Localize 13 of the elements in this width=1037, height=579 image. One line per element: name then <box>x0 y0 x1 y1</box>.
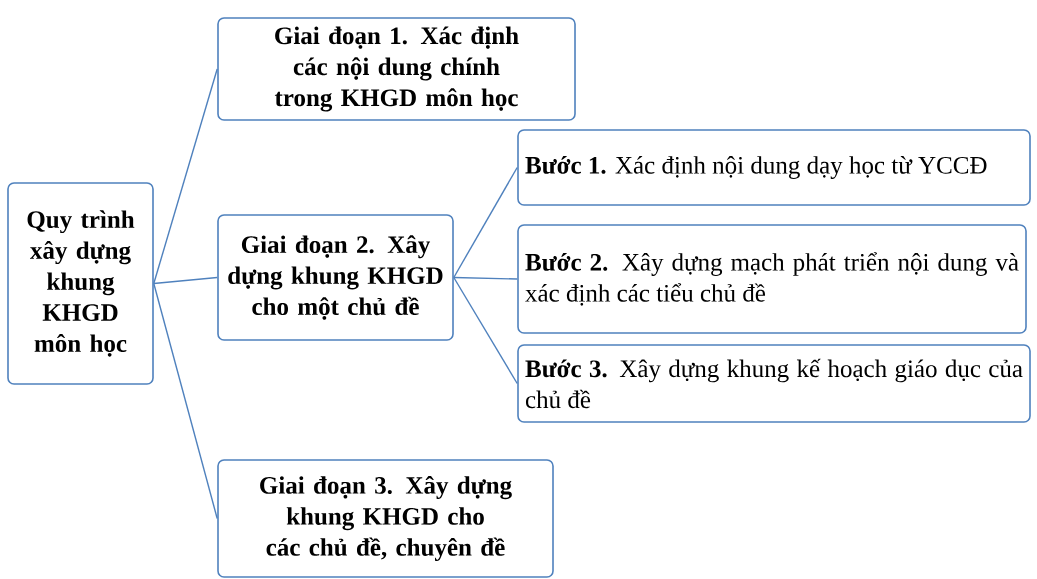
step-box: Bước 3. Xây dựng khung kế hoạch giáo dục của chủ đề <box>517 344 1031 423</box>
stage-box: Giai đoạn 3. Xây dựng khung KHGD cho các chủ đề, chuyên đề <box>217 459 554 578</box>
stage-box: Giai đoạn 2. Xây dựng khung KHGD cho một chủ đề <box>217 214 454 341</box>
connector-line <box>453 276 518 385</box>
connector-line <box>153 68 218 285</box>
connector-line <box>453 166 518 279</box>
connector-line <box>153 282 218 520</box>
stage-box: Giai đoạn 1. Xác định các nội dung chính trong KHGD môn học <box>217 17 576 121</box>
connector-line <box>453 276 518 280</box>
step-box: Bước 1. Xác định nội dung dạy học từ YCCĐ <box>517 129 1031 206</box>
connector-line <box>153 276 218 285</box>
step-box: Bước 2. Xây dựng mạch phát triển nội dung và xác định các tiểu chủ đề <box>517 224 1027 334</box>
stage-box: Quy trình xây dựng khung KHGD môn học <box>7 182 154 385</box>
